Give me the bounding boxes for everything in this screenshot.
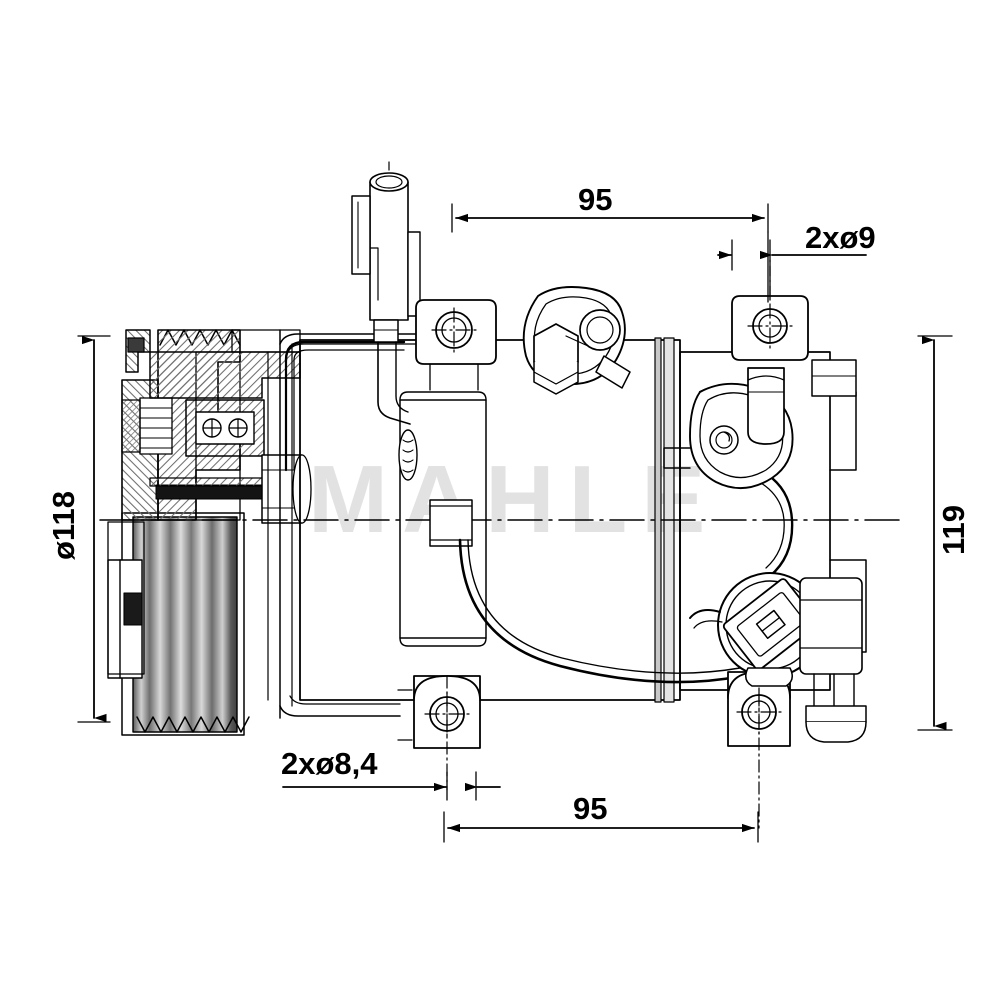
dimension-label-bottom-width: 95	[573, 791, 608, 826]
mounting-lug-bottom-left	[397, 675, 481, 791]
compressor-body	[99, 329, 901, 719]
electrical-connector	[689, 572, 823, 687]
mounting-lug-bottom-right	[727, 671, 791, 829]
dimension-label-top-width: 95	[578, 182, 613, 217]
mounting-lug-top-right	[731, 257, 809, 361]
dimension-label-overall-height: 119	[936, 504, 971, 555]
mounting-lug-top-left	[415, 299, 497, 391]
service-port-block	[522, 286, 631, 395]
dimension-label-pulley-diameter: ø118	[46, 491, 81, 560]
top-connector-plug	[351, 157, 421, 425]
control-valve-assembly	[663, 367, 794, 489]
rear-head-details	[799, 359, 867, 743]
mahle-watermark: MAHLE	[308, 446, 720, 553]
dimension-label-bottom-hole: 2xø8,4	[281, 746, 378, 781]
refrigerant-tubing	[284, 340, 794, 684]
dimension-lines	[82, 213, 947, 833]
dimension-label-top-hole: 2xø9	[805, 220, 876, 255]
